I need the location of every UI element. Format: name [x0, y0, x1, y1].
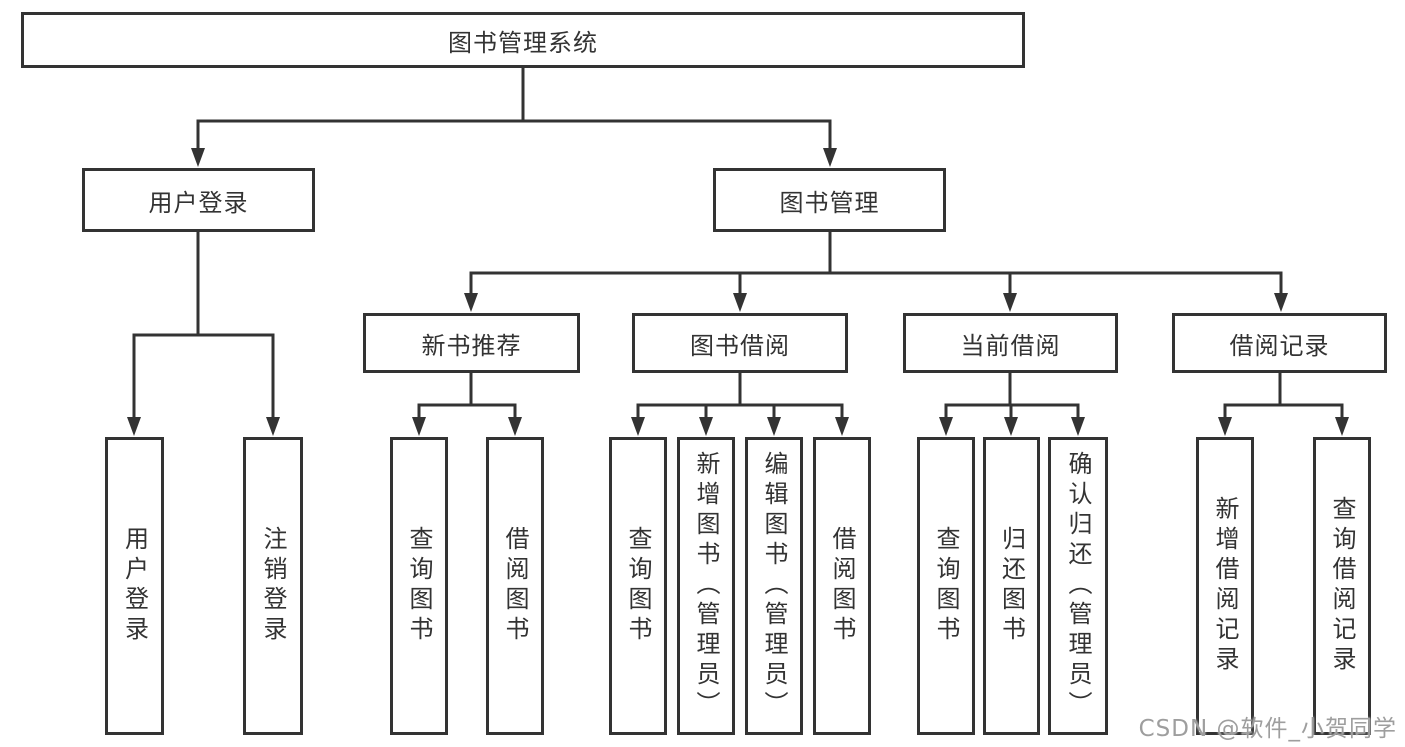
leaf-label: 新增图书（管理员） — [692, 451, 720, 721]
node-book-borrowing: 图书借阅 — [632, 313, 848, 373]
leaf-current-return-books: 归还图书 — [983, 437, 1040, 735]
node-borrowing-records: 借阅记录 — [1172, 313, 1387, 373]
leaf-current-query-books: 查询图书 — [917, 437, 975, 735]
leaf-label: 注销登录 — [259, 526, 287, 646]
leaf-label: 查询图书 — [405, 526, 433, 646]
node-current-borrowing: 当前借阅 — [903, 313, 1118, 373]
leaf-label: 新增借阅记录 — [1211, 496, 1239, 676]
leaf-label: 用户登录 — [120, 526, 149, 646]
watermark: CSDN @软件_小贺同学 — [1138, 716, 1397, 742]
leaf-user-login: 用户登录 — [105, 437, 164, 735]
node-new-book-recommendation: 新书推荐 — [363, 313, 580, 373]
leaf-label: 归还图书 — [997, 526, 1026, 646]
leaf-recommend-borrow-books: 借阅图书 — [486, 437, 544, 735]
leaf-label: 查询借阅记录 — [1328, 496, 1356, 676]
leaf-borrowing-edit-book-admin: 编辑图书（管理员） — [745, 437, 803, 735]
leaf-borrowing-borrow-books: 借阅图书 — [813, 437, 871, 735]
leaf-records-add-borrow-record: 新增借阅记录 — [1196, 437, 1254, 735]
node-user-login: 用户登录 — [82, 168, 315, 232]
leaf-recommend-query-books: 查询图书 — [390, 437, 448, 735]
node-book-management: 图书管理 — [713, 168, 946, 232]
leaf-label: 确认归还（管理员） — [1064, 451, 1092, 721]
leaf-borrowing-add-book-admin: 新增图书（管理员） — [677, 437, 735, 735]
leaf-borrowing-query-books: 查询图书 — [609, 437, 667, 735]
leaf-label: 借阅图书 — [501, 526, 529, 646]
leaf-label: 编辑图书（管理员） — [760, 451, 788, 721]
leaf-current-confirm-return-admin: 确认归还（管理员） — [1048, 437, 1108, 735]
node-library-management-system: 图书管理系统 — [21, 12, 1025, 68]
leaf-label: 查询图书 — [624, 526, 652, 646]
leaf-label: 查询图书 — [932, 526, 960, 646]
leaf-label: 借阅图书 — [828, 526, 856, 646]
leaf-logout: 注销登录 — [243, 437, 303, 735]
leaf-records-query-borrow-record: 查询借阅记录 — [1313, 437, 1371, 735]
